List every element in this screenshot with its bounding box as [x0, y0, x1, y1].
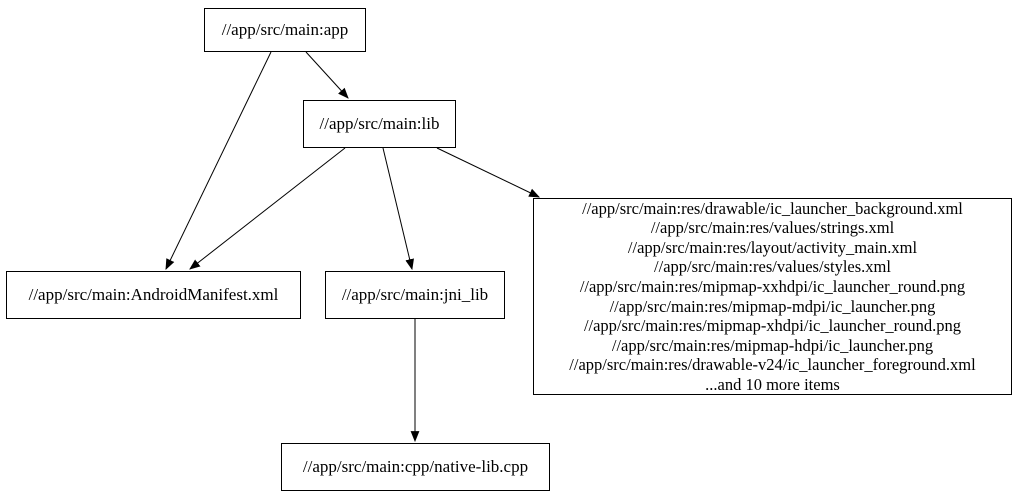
node-android-manifest: //app/src/main:AndroidManifest.xml — [6, 271, 301, 319]
edge-app-to-lib — [305, 51, 349, 99]
edge-lib-to-android-manifest — [189, 147, 346, 270]
edge-app-to-android-manifest — [165, 51, 272, 270]
node-app: //app/src/main:app — [204, 8, 366, 52]
edge-lib-to-jni-lib — [382, 147, 414, 271]
node-lib: //app/src/main:lib — [303, 100, 456, 148]
node-native-lib-cpp: //app/src/main:cpp/native-lib.cpp — [281, 443, 550, 491]
edge-lib-to-res-group — [436, 147, 540, 198]
node-jni-lib: //app/src/main:jni_lib — [325, 271, 505, 319]
node-res-group: //app/src/main:res/drawable/ic_launcher_… — [533, 198, 1012, 395]
